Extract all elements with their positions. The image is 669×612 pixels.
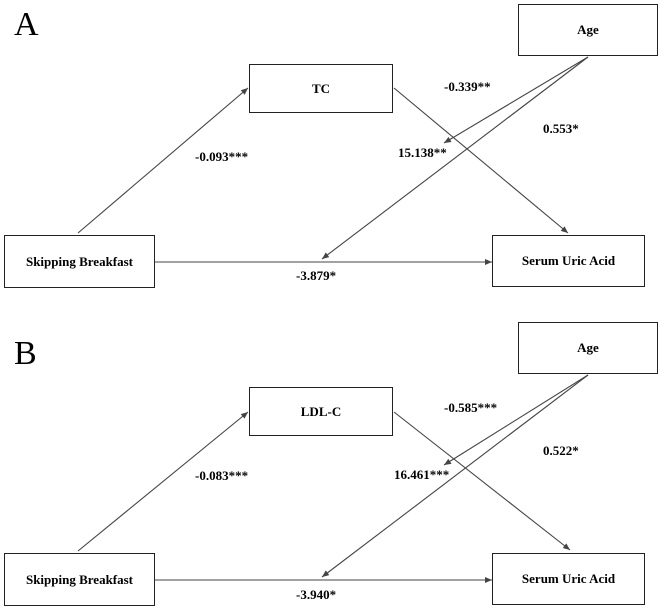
panel-a: A Age TC Skipping Breakfast Serum Uric A… [0,0,669,305]
coef-mediator-to-outcome: 15.138** [398,145,447,160]
arrow-mediator-to-outcome [393,87,569,234]
arrow-age-to-direct-path [321,56,589,260]
node-skipping-breakfast: Skipping Breakfast [4,553,155,606]
node-serum-uric-acid: Serum Uric Acid [492,235,645,287]
arrow-mediator-to-outcome [393,411,571,551]
node-mediator: LDL-C [249,387,393,436]
coef-age-mediator-interaction: -0.585*** [444,400,498,415]
coef-predictor-to-mediator: -0.083*** [195,468,249,483]
panel-b: B Age LDL-C Skipping Breakfast Serum Uri… [0,307,669,612]
arrow-age-to-interaction [443,56,589,144]
arrow-predictor-to-mediator [77,87,249,234]
coef-mediator-to-outcome: 16.461*** [394,467,450,482]
coef-predictor-to-outcome: -3.940* [296,587,337,602]
coef-predictor-to-mediator: -0.093*** [195,149,249,164]
panel-letter: A [14,6,39,43]
arrow-age-to-interaction [443,374,589,466]
coef-age-to-outcome: 0.522* [543,443,579,458]
node-age: Age [518,322,658,374]
node-mediator: TC [249,64,393,113]
node-skipping-breakfast: Skipping Breakfast [4,235,155,288]
node-serum-uric-acid: Serum Uric Acid [492,553,645,605]
coef-age-to-outcome: 0.553* [543,121,579,136]
arrow-age-to-direct-path [321,374,589,578]
coef-predictor-to-outcome: -3.879* [296,268,337,283]
coef-age-mediator-interaction: -0.339** [444,79,491,94]
panel-b-arrows [77,374,589,583]
panel-a-arrows [77,56,589,265]
node-age: Age [518,4,658,56]
panel-letter: B [14,335,37,372]
arrow-predictor-to-mediator [77,411,249,552]
